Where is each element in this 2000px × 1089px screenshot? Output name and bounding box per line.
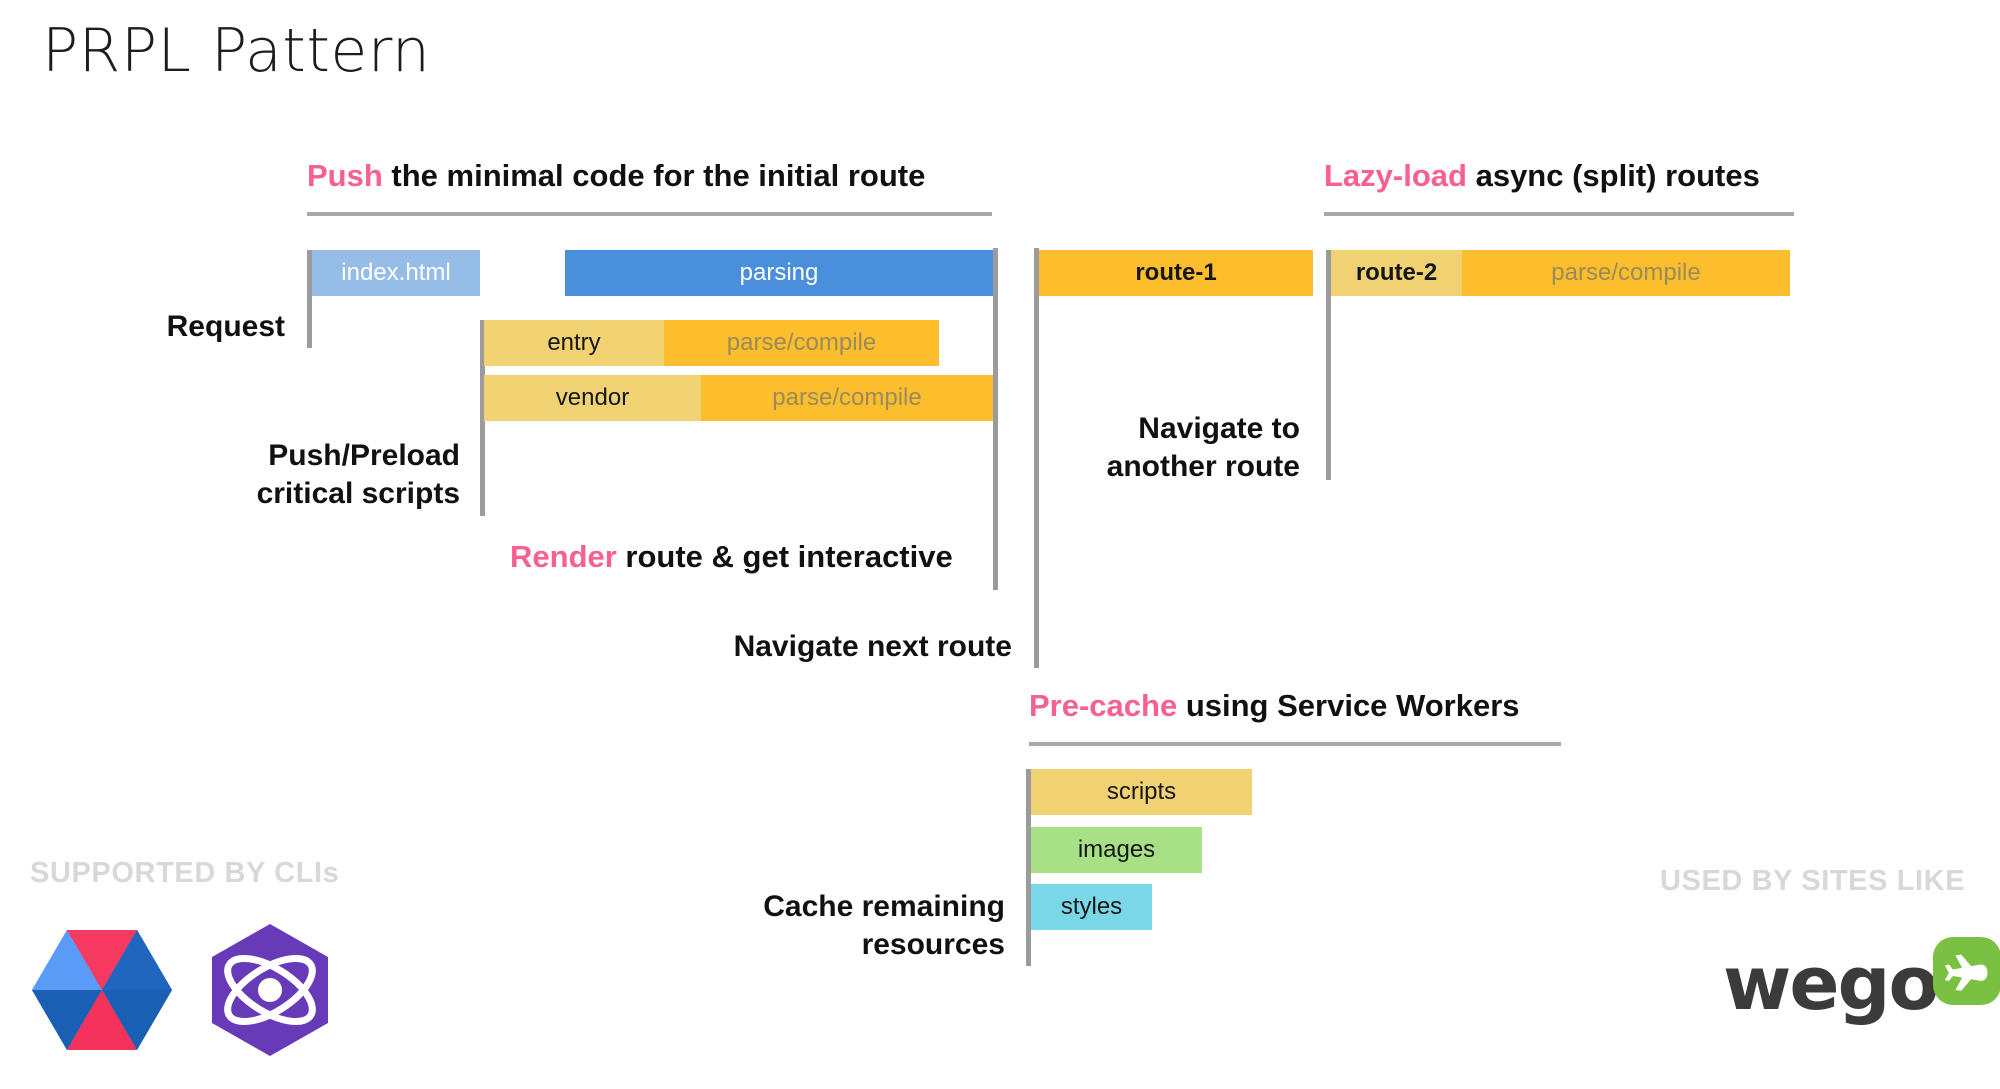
page-title: PRPL Pattern	[42, 16, 431, 86]
push-section-rule	[307, 212, 992, 216]
push-section-heading: Push the minimal code for the initial ro…	[307, 160, 925, 191]
bar-segment-route-2: route-2	[1331, 250, 1462, 296]
lazy-heading-rest: async (split) routes	[1466, 158, 1760, 193]
cache-marker-line	[1026, 769, 1031, 966]
label-navigate-next-route: Navigate next route	[733, 630, 1012, 663]
precache-keyword: Pre-cache	[1029, 688, 1178, 723]
bar-route-1: route-1	[1039, 250, 1313, 296]
preact-logo	[212, 924, 328, 1056]
precache-section-heading: Pre-cache using Service Workers	[1029, 690, 1520, 721]
label-request: Request	[166, 310, 285, 343]
bar-styles: styles	[1031, 884, 1152, 930]
bar-segment-vendor-parse-compile: parse/compile	[701, 375, 993, 421]
bar-vendor: vendor parse/compile	[484, 375, 993, 421]
supported-by-caption: SUPPORTED BY CLIs	[30, 857, 340, 889]
wego-logo-text: wego	[1723, 941, 1939, 1027]
bar-segment-scripts: scripts	[1031, 769, 1252, 815]
polymer-logo	[32, 930, 172, 1050]
bar-parsing: parsing	[565, 250, 993, 296]
request-marker-line	[307, 250, 312, 348]
navigate-another-route-marker-line	[1326, 250, 1331, 480]
bar-segment-index-html: index.html	[312, 250, 480, 296]
bar-segment-route-2-parse-compile: parse/compile	[1462, 250, 1790, 296]
label-cache-remaining: Cache remaining resources	[763, 890, 1005, 962]
wego-logo: wego	[1723, 935, 2000, 1033]
lazy-section-heading: Lazy-load async (split) routes	[1324, 160, 1760, 191]
label-push-preload: Push/Preload critical scripts	[256, 439, 460, 511]
render-heading-rest: route & get interactive	[616, 539, 953, 574]
lazy-keyword: Lazy-load	[1324, 158, 1467, 193]
bar-segment-entry: entry	[484, 320, 664, 366]
navigate-next-route-marker-line	[1034, 248, 1039, 668]
used-by-caption: USED BY SITES LIKE	[1660, 865, 1966, 897]
wego-plane-badge-icon	[1933, 937, 2000, 1005]
bar-segment-entry-parse-compile: parse/compile	[664, 320, 939, 366]
bar-scripts: scripts	[1031, 769, 1252, 815]
render-marker-line	[993, 248, 998, 590]
precache-heading-rest: using Service Workers	[1177, 688, 1520, 723]
bar-entry: entry parse/compile	[484, 320, 939, 366]
render-keyword: Render	[510, 539, 617, 574]
bar-route-2: route-2 parse/compile	[1331, 250, 1790, 296]
bar-segment-images: images	[1031, 827, 1202, 873]
label-navigate-another-route: Navigate to another route	[1106, 412, 1300, 484]
push-preload-marker-line	[480, 320, 485, 516]
bar-index-html: index.html	[312, 250, 480, 296]
push-heading-rest: the minimal code for the initial route	[382, 158, 926, 193]
bar-segment-styles: styles	[1031, 884, 1152, 930]
precache-section-rule	[1029, 742, 1561, 746]
push-keyword: Push	[307, 158, 383, 193]
bar-segment-route-1: route-1	[1039, 250, 1313, 296]
render-section-heading: Render route & get interactive	[510, 541, 953, 572]
lazy-section-rule	[1324, 212, 1794, 216]
bar-images: images	[1031, 827, 1202, 873]
bar-segment-vendor: vendor	[484, 375, 701, 421]
bar-segment-parsing: parsing	[565, 250, 993, 296]
